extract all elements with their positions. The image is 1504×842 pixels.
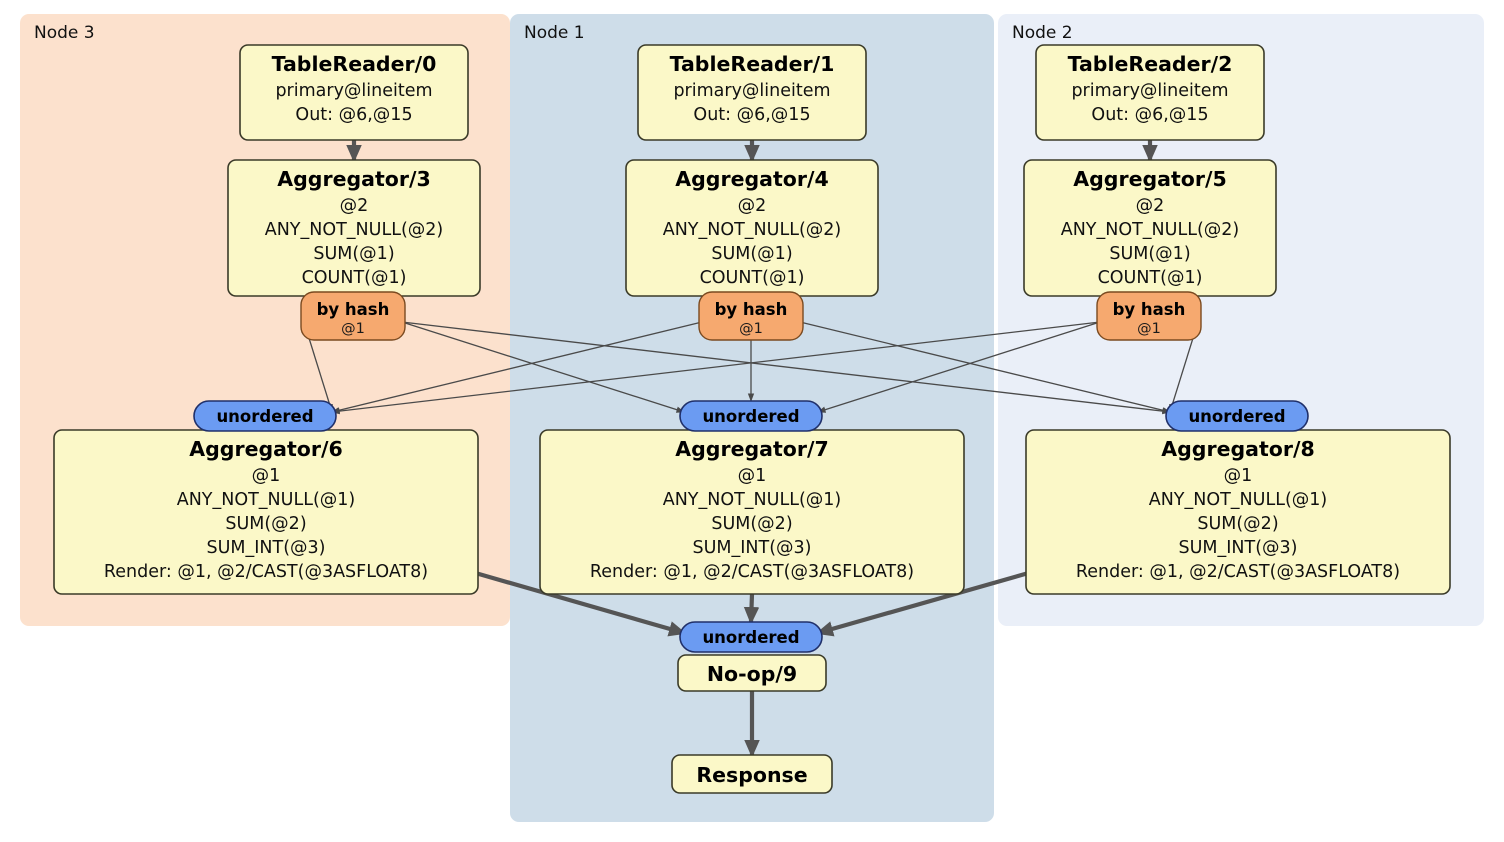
processor-detail-line: @2: [738, 196, 767, 216]
processor-detail-line: ANY_NOT_NULL(@2): [663, 220, 842, 240]
hash-router-column: @1: [1137, 321, 1161, 337]
edge-byhash3-to-unordered7: [401, 321, 685, 413]
processor-detail-line: primary@lineitem: [275, 81, 432, 101]
unordered-pill-shape: [1165, 400, 1309, 432]
processor-detail-line: SUM(@2): [711, 514, 792, 534]
unordered-synchronizer-unordered9[interactable]: unordered: [679, 621, 823, 653]
processor-detail-line: SUM(@1): [1109, 244, 1190, 264]
processor-detail-line: ANY_NOT_NULL(@2): [1061, 220, 1240, 240]
node-panel-label: Node 3: [34, 23, 95, 43]
processor-detail-line: Render: @1, @2/CAST(@3ASFLOAT8): [1076, 562, 1400, 582]
edge-byhash4-to-unordered6: [331, 321, 703, 414]
unordered-pill-label: unordered: [1188, 407, 1285, 426]
processor-response[interactable]: Response: [671, 754, 833, 794]
processor-title: TableReader/0: [272, 52, 437, 76]
unordered-pill-label: unordered: [702, 407, 799, 426]
processor-detail-line: SUM_INT(@3): [207, 538, 326, 558]
processor-detail-line: SUM(@2): [1197, 514, 1278, 534]
processor-detail-line: SUM_INT(@3): [1179, 538, 1298, 558]
edge-aggregator7-to-unordered9: [743, 593, 760, 625]
processor-detail-line: ANY_NOT_NULL(@1): [177, 490, 356, 510]
processor-detail-line: @1: [252, 466, 281, 486]
processor-title: TableReader/2: [1068, 52, 1233, 76]
edge-byhash4-to-unordered8: [799, 321, 1171, 414]
processor-title: Aggregator/4: [675, 167, 828, 191]
processor-detail-line: Render: @1, @2/CAST(@3ASFLOAT8): [590, 562, 914, 582]
processor-detail-line: COUNT(@1): [1098, 268, 1203, 288]
processor-box: [677, 654, 827, 692]
edge-byhash3-to-unordered8: [401, 321, 1171, 415]
hash-router-shape: [698, 291, 804, 341]
edge-aggregator8-to-unordered9: [815, 569, 1033, 637]
processor-detail-line: Out: @6,@15: [1091, 105, 1208, 125]
edge-aggregator6-to-unordered9: [471, 569, 687, 637]
processor-title: Aggregator/5: [1073, 167, 1226, 191]
unordered-synchronizer-unordered7[interactable]: unordered: [679, 400, 823, 432]
processor-box: [1035, 44, 1265, 141]
unordered-synchronizer-unordered8[interactable]: unordered: [1165, 400, 1309, 432]
hash-router-byhash5[interactable]: by hash @1: [1096, 291, 1202, 341]
unordered-pill-shape: [193, 400, 337, 432]
edge-byhash5-to-unordered7: [817, 321, 1101, 413]
processor-detail-line: SUM(@2): [225, 514, 306, 534]
processor-detail-line: ANY_NOT_NULL(@1): [1149, 490, 1328, 510]
hash-router-label: by hash: [715, 300, 788, 319]
processor-box: [637, 44, 867, 141]
processor-detail-line: @1: [1224, 466, 1253, 486]
processor-title: Aggregator/6: [189, 437, 342, 461]
processor-detail-line: Out: @6,@15: [295, 105, 412, 125]
hash-router-label: by hash: [1113, 300, 1186, 319]
unordered-pill-label: unordered: [702, 628, 799, 647]
unordered-synchronizer-unordered6[interactable]: unordered: [193, 400, 337, 432]
processor-detail-line: SUM(@1): [711, 244, 792, 264]
processor-detail-line: SUM(@1): [313, 244, 394, 264]
processor-detail-line: primary@lineitem: [1071, 81, 1228, 101]
unordered-pill-label: unordered: [216, 407, 313, 426]
node-panel-label: Node 1: [524, 23, 585, 43]
hash-router-column: @1: [739, 321, 763, 337]
processor-title: No-op/9: [707, 662, 797, 686]
processor-title: Aggregator/3: [277, 167, 430, 191]
hash-router-byhash4[interactable]: by hash @1: [698, 291, 804, 341]
processor-title: Aggregator/7: [675, 437, 828, 461]
processor-detail-line: Out: @6,@15: [693, 105, 810, 125]
unordered-pill-shape: [679, 621, 823, 653]
processor-detail-line: Render: @1, @2/CAST(@3ASFLOAT8): [104, 562, 428, 582]
processor-detail-line: ANY_NOT_NULL(@2): [265, 220, 444, 240]
hash-router-byhash3[interactable]: by hash @1: [300, 291, 406, 341]
processor-detail-line: SUM_INT(@3): [693, 538, 812, 558]
processor-box: [671, 754, 833, 794]
processor-title: Response: [696, 763, 807, 787]
unordered-pill-shape: [679, 400, 823, 432]
hash-router-shape: [300, 291, 406, 341]
processor-detail-line: primary@lineitem: [673, 81, 830, 101]
node-panel-label: Node 2: [1012, 23, 1073, 43]
edges-layer: [303, 140, 1199, 758]
processor-box: [239, 44, 469, 141]
hash-router-column: @1: [341, 321, 365, 337]
processor-detail-line: ANY_NOT_NULL(@1): [663, 490, 842, 510]
processor-title: TableReader/1: [670, 52, 835, 76]
processor-detail-line: @2: [1136, 196, 1165, 216]
hash-router-label: by hash: [317, 300, 390, 319]
processor-detail-line: COUNT(@1): [302, 268, 407, 288]
edge-byhash5-to-unordered6: [331, 321, 1101, 415]
processor-noop9[interactable]: No-op/9: [677, 654, 827, 692]
processor-title: Aggregator/8: [1161, 437, 1314, 461]
processor-detail-line: @1: [738, 466, 767, 486]
hash-router-shape: [1096, 291, 1202, 341]
processor-detail-line: @2: [340, 196, 369, 216]
processor-detail-line: COUNT(@1): [700, 268, 805, 288]
